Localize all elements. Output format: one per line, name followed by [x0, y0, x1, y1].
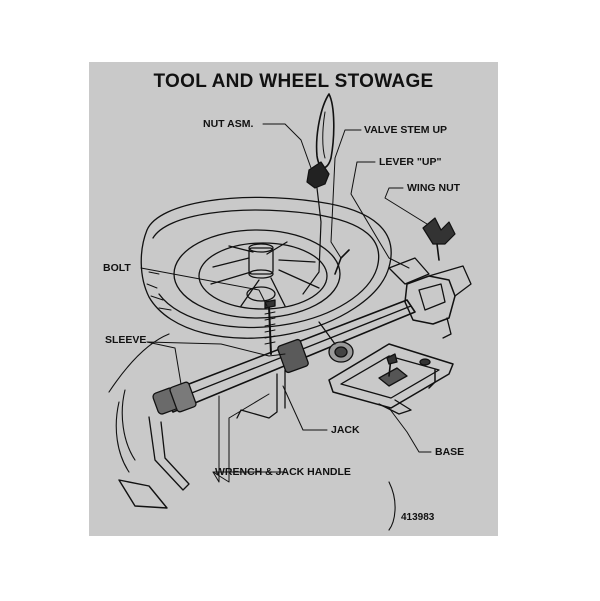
decal-title: TOOL AND WHEEL STOWAGE	[153, 71, 434, 92]
spare-tire-drawing	[140, 196, 392, 339]
stowage-decal: TOOL AND WHEEL STOWAGE NUT ASM. VALVE ST…	[89, 62, 498, 536]
callout-jack: JACK	[331, 424, 360, 436]
wing-nut-drawing	[422, 217, 456, 261]
nut-assembly-drawing	[302, 93, 335, 295]
callout-bolt: BOLT	[103, 262, 131, 274]
callout-wing-nut: WING NUT	[407, 182, 461, 194]
jack-drawing	[318, 321, 354, 363]
wrench-jack-handle-drawing	[118, 299, 416, 509]
callout-valve-stem-up: VALVE STEM UP	[364, 124, 448, 136]
lever-clamp-drawing	[388, 257, 472, 339]
callout-wrench-jack-handle: WRENCH & JACK HANDLE	[215, 466, 351, 478]
callout-lever-up: LEVER "UP"	[379, 156, 442, 168]
stowage-illustration	[108, 93, 472, 531]
callout-base: BASE	[435, 446, 465, 458]
base-drawing	[328, 343, 454, 415]
callout-leaders	[140, 123, 432, 483]
callout-sleeve: SLEEVE	[105, 334, 147, 346]
callout-nut-asm: NUT ASM.	[203, 118, 254, 130]
vehicle-floor-outline	[108, 333, 396, 531]
bolt-drawing	[264, 299, 276, 355]
part-number: 413983	[401, 512, 435, 523]
